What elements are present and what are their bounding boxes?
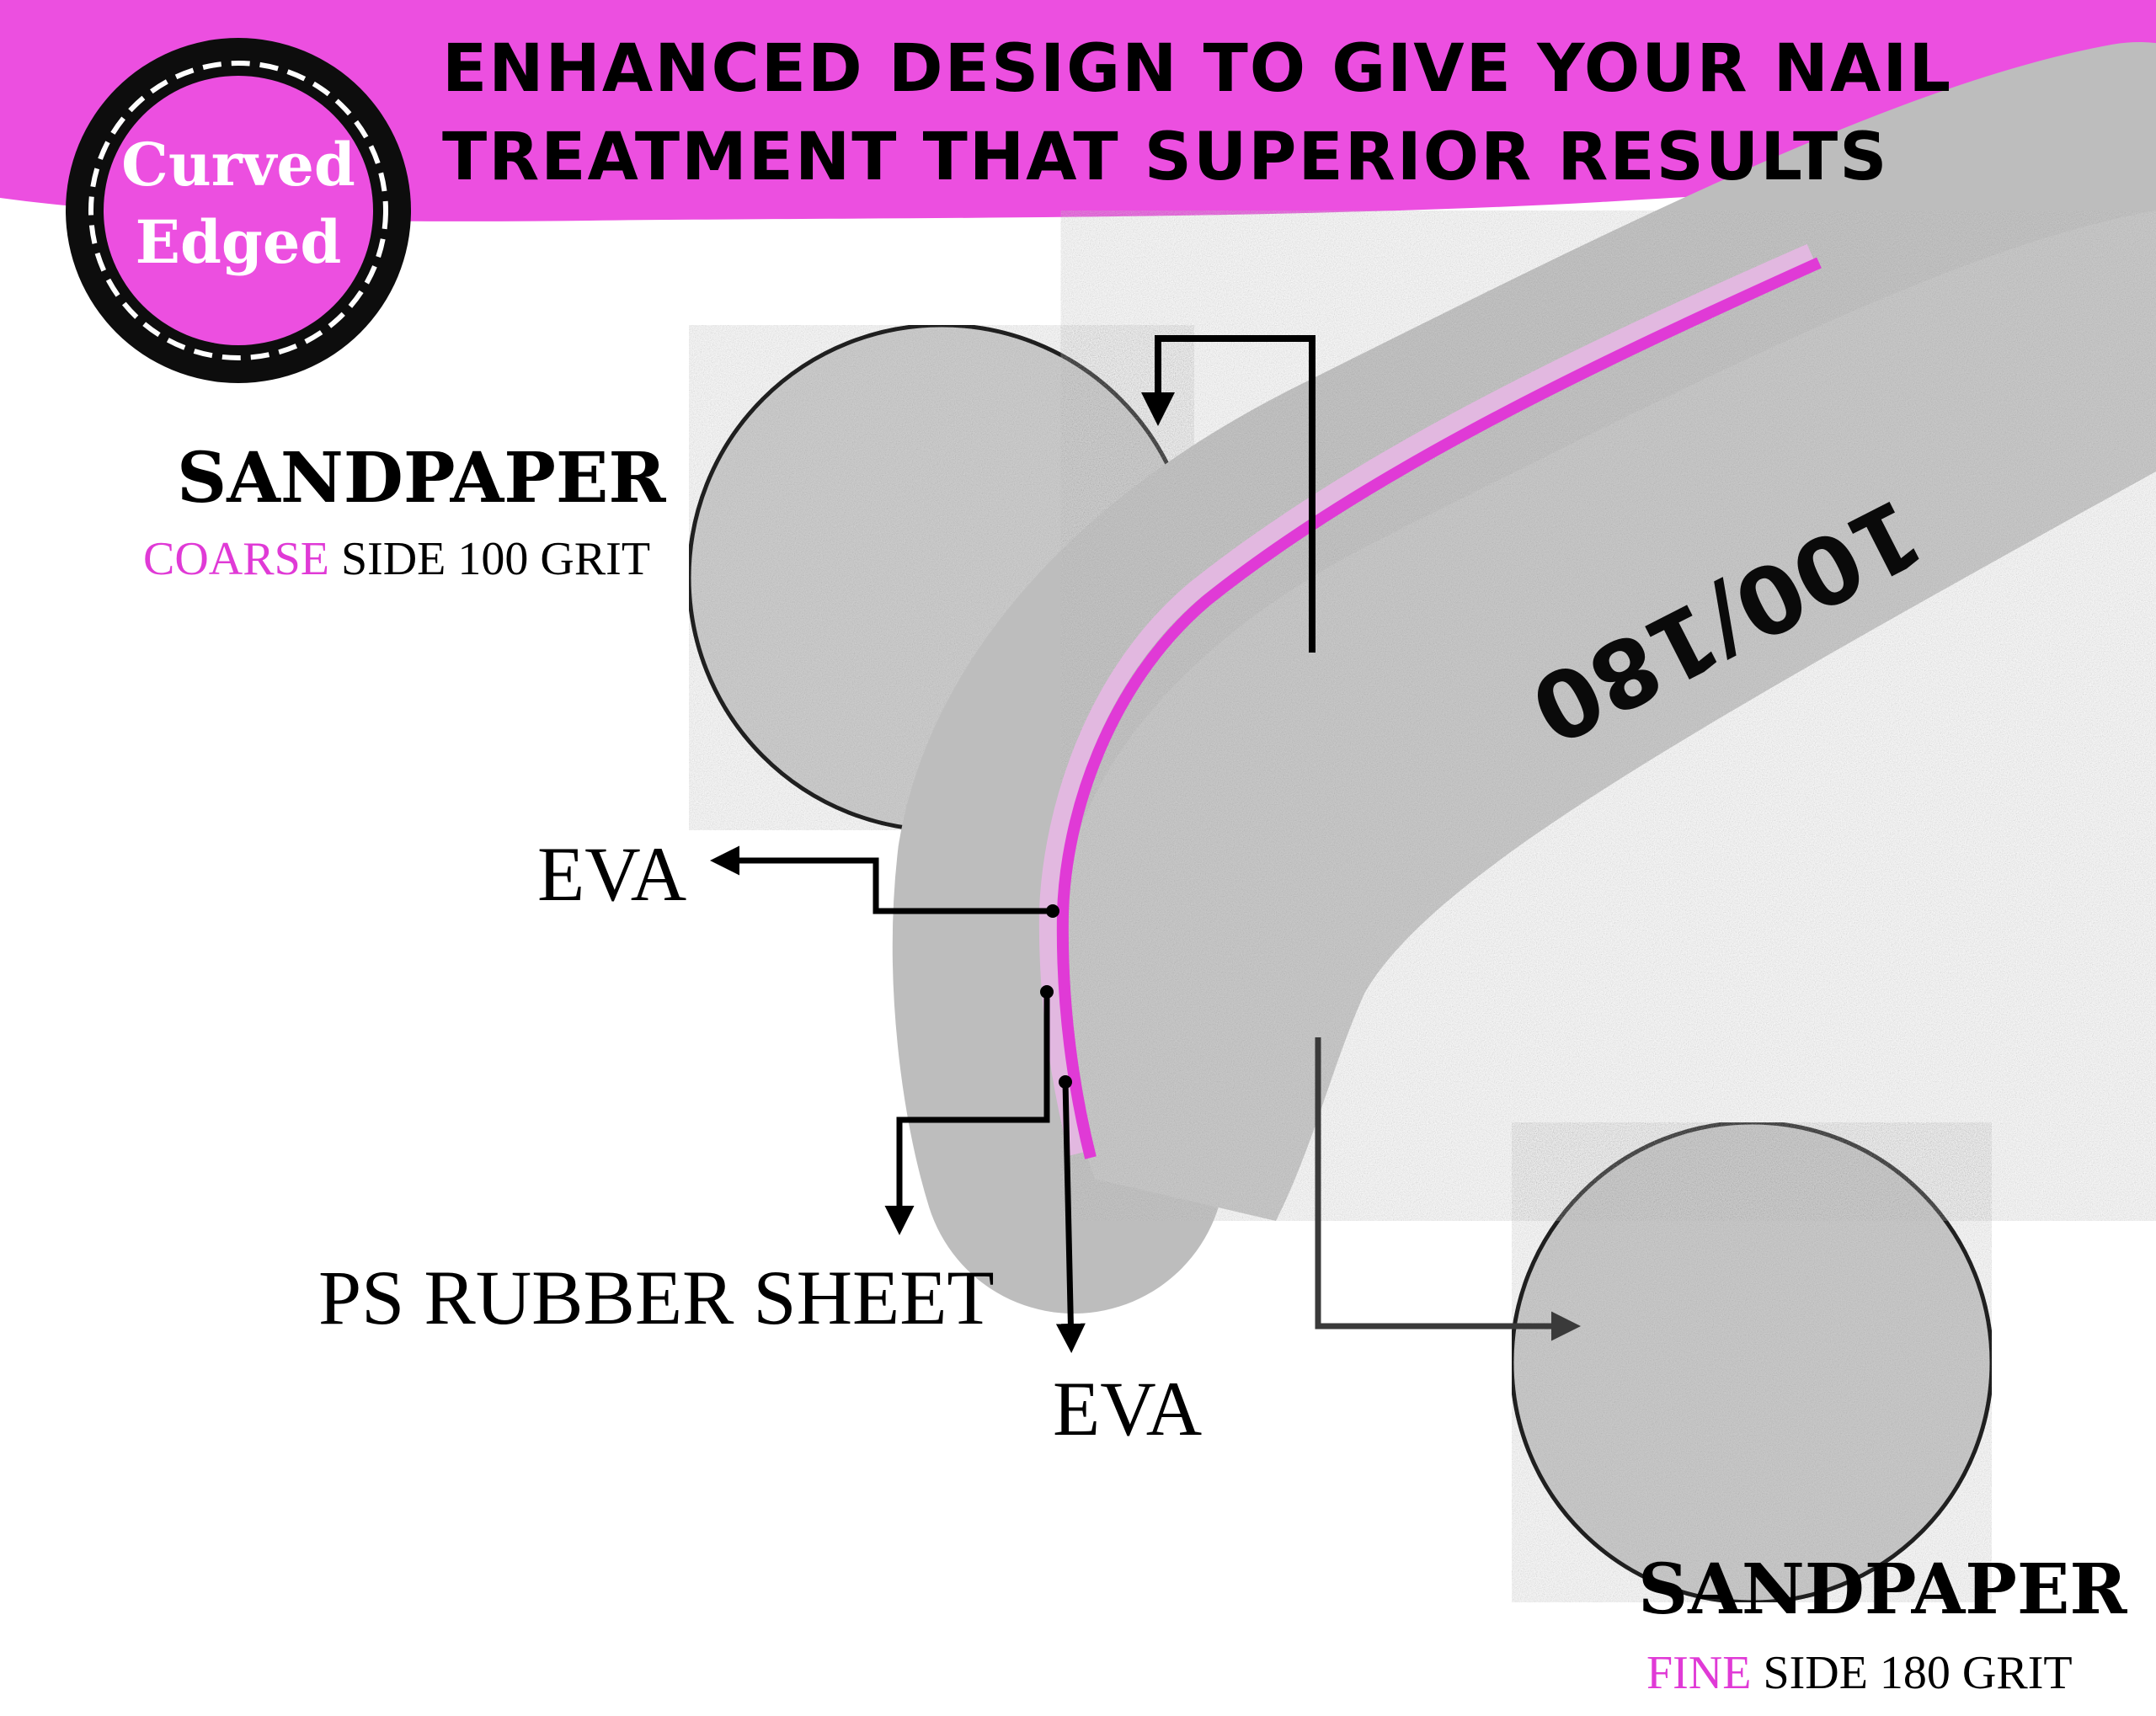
eva-top-leader-line	[710, 845, 1053, 914]
fine-sandpaper-swatch	[1509, 1120, 1994, 1605]
fine-leader-line	[1315, 1037, 1581, 1341]
eva-bottom-label: EVA	[1053, 1366, 1203, 1452]
eva-bottom-leader-line	[1055, 1081, 1086, 1353]
coarse-caption: COARSE SIDE 100 GRIT	[143, 532, 650, 586]
eva-top-label: EVA	[537, 831, 687, 917]
badge-line-2: Edged	[135, 207, 342, 277]
coarse-accent-word: COARSE	[143, 533, 329, 585]
fine-title: SANDPAPER	[1638, 1549, 2127, 1630]
ps-rubber-label: PS RUBBER SHEET	[318, 1255, 995, 1340]
headline-line-1: ENHANCED DESIGN TO GIVE YOUR NAIL	[442, 31, 1953, 107]
fine-rest: SIDE 180 GRIT	[1751, 1647, 2073, 1699]
curved-edged-badge	[66, 38, 411, 383]
fine-caption: FINE SIDE 180 GRIT	[1646, 1646, 2073, 1700]
coarse-title: SANDPAPER	[177, 438, 666, 519]
ps-rubber-leader-line	[884, 992, 1050, 1235]
nail-file	[892, 42, 2156, 1314]
coarse-rest: SIDE 100 GRIT	[328, 533, 651, 585]
headline-line-2: TREATMENT THAT SUPERIOR RESULTS	[442, 120, 1889, 195]
header-banner	[0, 0, 2156, 221]
badge-line-1: Curved	[121, 130, 355, 200]
coarse-leader-line	[1141, 335, 1315, 653]
badge-text: Curved Edged	[104, 126, 373, 281]
fine-accent-word: FINE	[1646, 1647, 1752, 1699]
